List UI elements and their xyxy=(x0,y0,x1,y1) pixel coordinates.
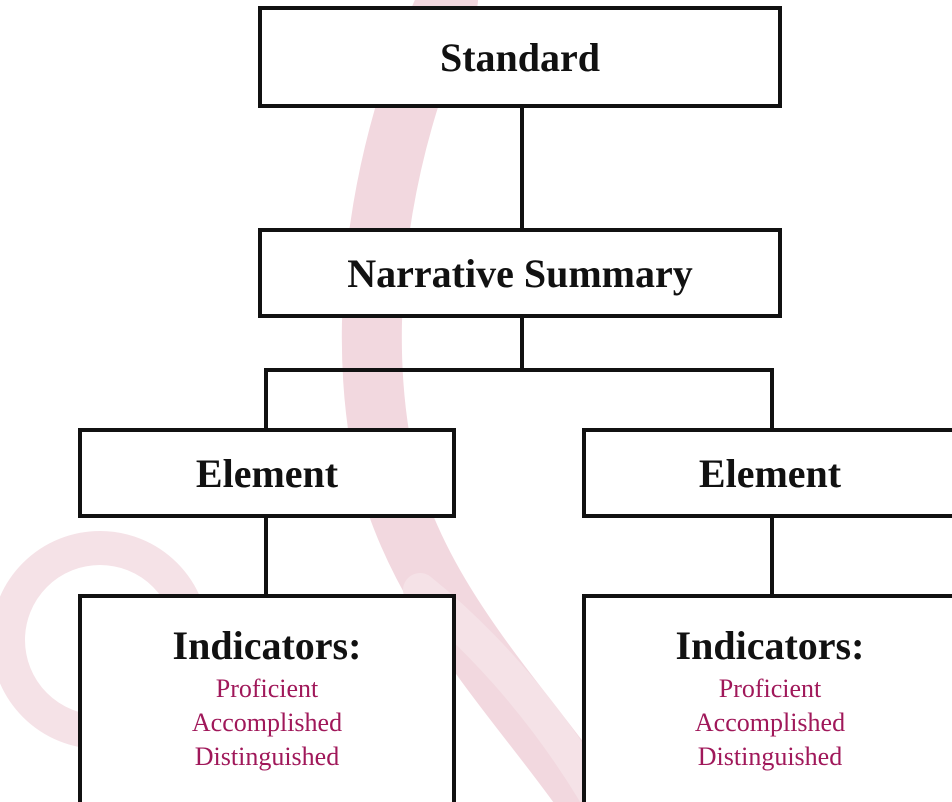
indicators-box-right: Indicators: Proficient Accomplished Dist… xyxy=(582,594,952,802)
element-label-right: Element xyxy=(698,450,842,496)
indicator-item: Proficient xyxy=(215,674,319,703)
standard-box: Standard xyxy=(258,6,782,108)
element-label-left: Element xyxy=(195,450,339,496)
connector-standard-to-summary xyxy=(520,106,524,230)
indicator-item: Proficient xyxy=(718,674,822,703)
indicator-item: Distinguished xyxy=(697,742,843,771)
element-box-right: Element xyxy=(582,428,952,518)
connector-branch-right xyxy=(770,368,774,430)
indicators-title-right: Indicators: xyxy=(675,623,865,668)
connector-branch-left xyxy=(264,368,268,430)
connector-summary-to-branch xyxy=(520,316,524,370)
connector-element-left-to-indicators xyxy=(264,516,268,596)
narrative-summary-box: Narrative Summary xyxy=(258,228,782,318)
narrative-summary-label: Narrative Summary xyxy=(347,250,693,296)
element-box-left: Element xyxy=(78,428,456,518)
indicator-item: Accomplished xyxy=(191,708,343,737)
connector-element-right-to-indicators xyxy=(770,516,774,596)
standard-label: Standard xyxy=(439,34,601,80)
indicators-box-left: Indicators: Proficient Accomplished Dist… xyxy=(78,594,456,802)
indicators-title-left: Indicators: xyxy=(172,623,362,668)
connector-branch-horizontal xyxy=(264,368,774,372)
indicator-item: Accomplished xyxy=(694,708,846,737)
indicator-item: Distinguished xyxy=(194,742,340,771)
